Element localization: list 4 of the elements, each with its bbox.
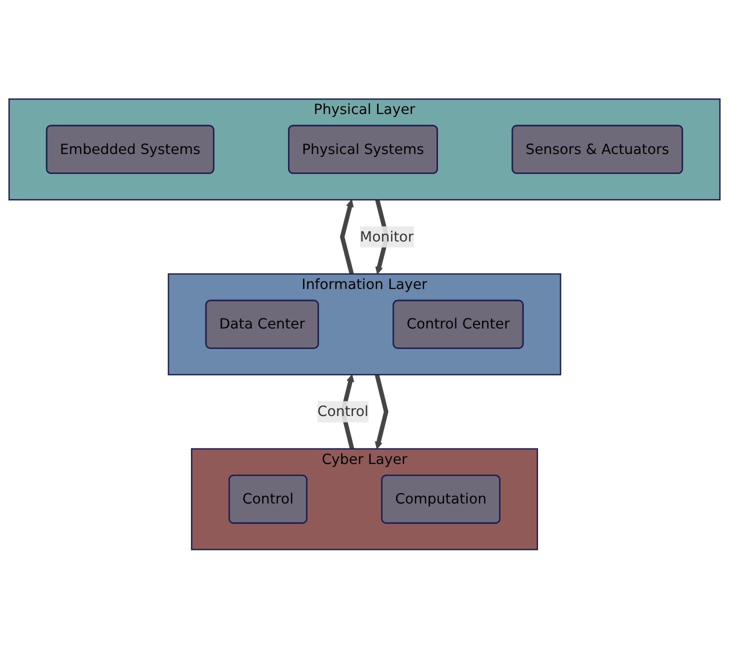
arrow <box>340 199 354 274</box>
edge-label: Monitor <box>360 228 414 244</box>
arrow <box>374 374 388 449</box>
edge-label: Control <box>317 402 368 420</box>
